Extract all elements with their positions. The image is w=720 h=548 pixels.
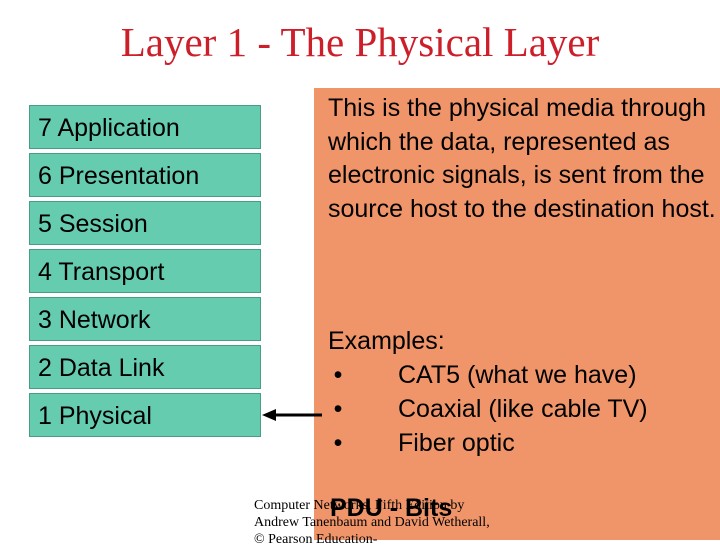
bullet-icon: • xyxy=(333,429,343,457)
layer-network: 3 Network xyxy=(29,297,261,341)
layer-data-link: 2 Data Link xyxy=(29,345,261,389)
layer-session: 5 Session xyxy=(29,201,261,245)
example-item: • Coaxial (like cable TV) xyxy=(328,392,718,426)
description-text: This is the physical media through which… xyxy=(328,94,716,223)
slide-title: Layer 1 - The Physical Layer xyxy=(120,19,600,65)
layer-transport: 4 Transport xyxy=(29,249,261,293)
example-label: Fiber optic xyxy=(398,429,515,457)
pdu-label: PDU - Bits xyxy=(330,494,453,522)
layer-presentation: 6 Presentation xyxy=(29,153,261,197)
pointer-arrow-icon xyxy=(262,409,322,421)
example-item: • Fiber optic xyxy=(328,426,718,460)
examples-heading: Examples: xyxy=(328,327,445,355)
description-panel: This is the physical media through which… xyxy=(314,88,720,540)
bullet-icon: • xyxy=(333,361,343,389)
example-label: CAT5 (what we have) xyxy=(398,361,637,389)
example-item: • CAT5 (what we have) xyxy=(328,358,718,392)
layer-physical: 1 Physical xyxy=(29,393,261,437)
examples-list: Examples: • CAT5 (what we have) • Coaxia… xyxy=(328,324,718,460)
example-label: Coaxial (like cable TV) xyxy=(398,395,648,423)
layer-application: 7 Application xyxy=(29,105,261,149)
osi-layer-stack: 7 Application 6 Presentation 5 Session 4… xyxy=(29,105,261,441)
bullet-icon: • xyxy=(333,395,343,423)
